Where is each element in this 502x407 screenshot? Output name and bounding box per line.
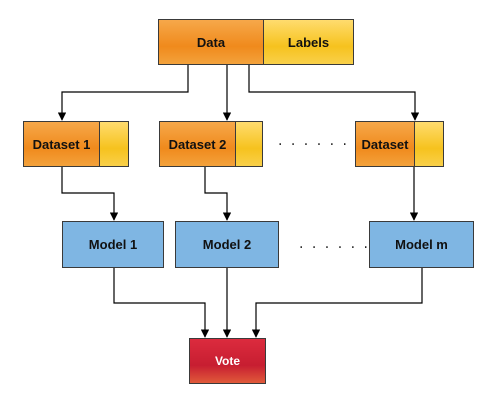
arrow-dataset-2-to-model-2 [204,167,232,221]
vote-box: Vote [189,338,266,384]
dataset-m-labels-box [414,121,444,167]
arrow-model-1-to-vote [113,268,210,338]
model-ellipsis: . . . . . . [299,236,370,252]
model-2-box: Model 2 [175,221,279,268]
model-m-label: Model m [395,237,448,252]
data-box-label: Data [196,34,226,50]
dataset-m-box: Dataset [355,121,415,167]
dataset-ellipsis: . . . . . . [278,133,349,149]
dataset-2-label: Dataset 2 [168,136,227,152]
dataset-1-labels-box [99,121,129,167]
dataset-2-box: Dataset 2 [159,121,236,167]
model-1-label: Model 1 [88,237,138,252]
labels-box: Labels [263,19,354,65]
model-1-box: Model 1 [62,221,164,268]
model-m-box: Model m [369,221,474,268]
dataset-m-label: Dataset [361,136,409,152]
dataset-1-box: Dataset 1 [23,121,100,167]
arrow-model-m-to-vote [251,268,423,338]
labels-box-label: Labels [287,34,330,50]
arrow-dataset-1-to-model-1 [61,167,119,221]
model-2-label: Model 2 [202,237,252,252]
data-box: Data [158,19,264,65]
dataset-2-labels-box [235,121,263,167]
arrow-data-to-dataset-1 [57,65,189,121]
vote-label: Vote [214,354,241,368]
dataset-1-label: Dataset 1 [32,136,91,152]
arrow-data-to-dataset-m [248,65,420,121]
